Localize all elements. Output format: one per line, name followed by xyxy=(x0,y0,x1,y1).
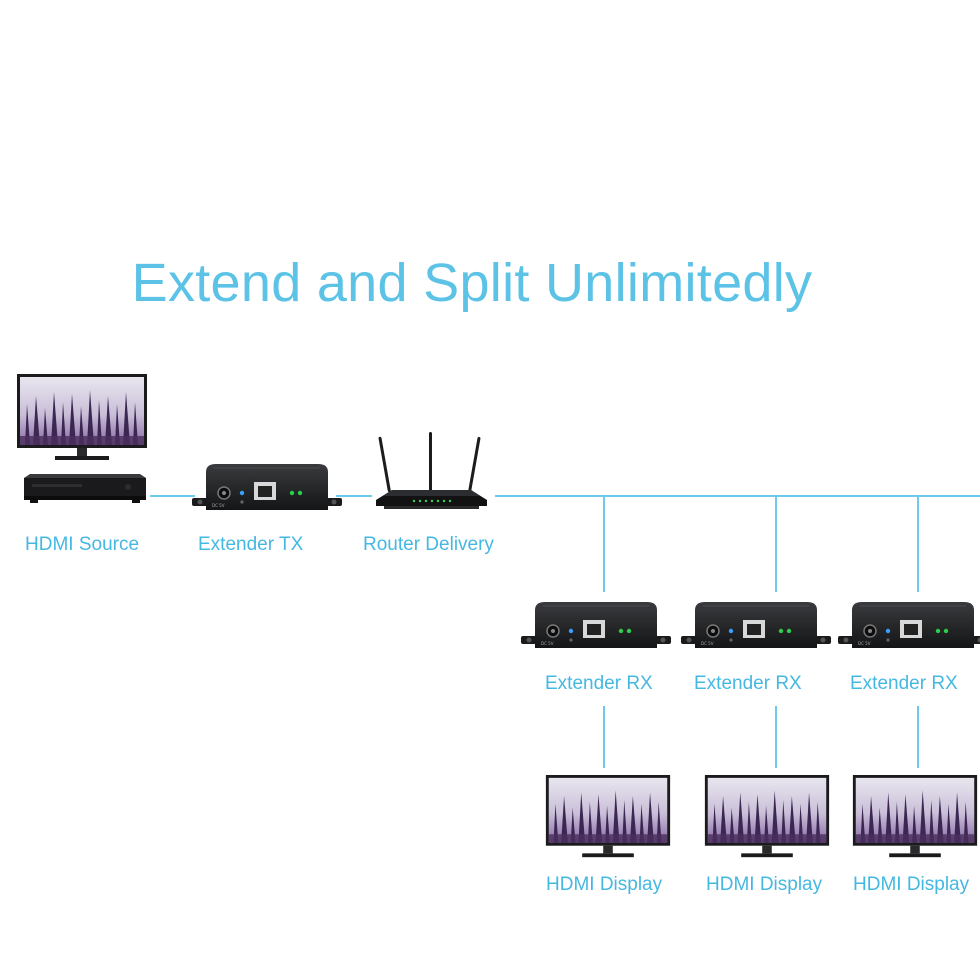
extender-rx-icon xyxy=(838,598,980,653)
page-title: Extend and Split Unlimitedly xyxy=(131,253,813,313)
label-extender-rx-3: Extender RX xyxy=(850,673,958,694)
extender-tx-icon xyxy=(192,460,342,515)
connector-rx-display-3 xyxy=(917,706,919,768)
connector-drop-rx-3 xyxy=(917,496,919,592)
connector-router-bus xyxy=(495,495,980,497)
label-hdmi-display-3: HDMI Display xyxy=(853,874,970,895)
connector-rx-display-2 xyxy=(775,706,777,768)
display-tv-icon xyxy=(544,775,672,861)
label-extender-rx-1: Extender RX xyxy=(545,673,653,694)
connector-drop-rx-1 xyxy=(603,496,605,592)
label-hdmi-source: HDMI Source xyxy=(25,534,140,555)
connector-drop-rx-2 xyxy=(775,496,777,592)
source-tv-icon xyxy=(16,374,148,464)
display-tv-icon xyxy=(851,775,979,861)
connector-source-tx xyxy=(150,495,195,497)
connector-tx-router xyxy=(336,495,372,497)
label-extender-tx: Extender TX xyxy=(198,534,304,555)
label-router-delivery: Router Delivery xyxy=(363,534,494,555)
label-extender-rx-2: Extender RX xyxy=(694,673,802,694)
router-icon xyxy=(374,432,489,517)
extender-rx-icon xyxy=(681,598,831,653)
connector-rx-display-1 xyxy=(603,706,605,768)
label-hdmi-display-2: HDMI Display xyxy=(706,874,823,895)
bluray-player-icon xyxy=(20,474,150,506)
label-hdmi-display-1: HDMI Display xyxy=(546,874,663,895)
extender-rx-icon xyxy=(521,598,671,653)
display-tv-icon xyxy=(703,775,831,861)
